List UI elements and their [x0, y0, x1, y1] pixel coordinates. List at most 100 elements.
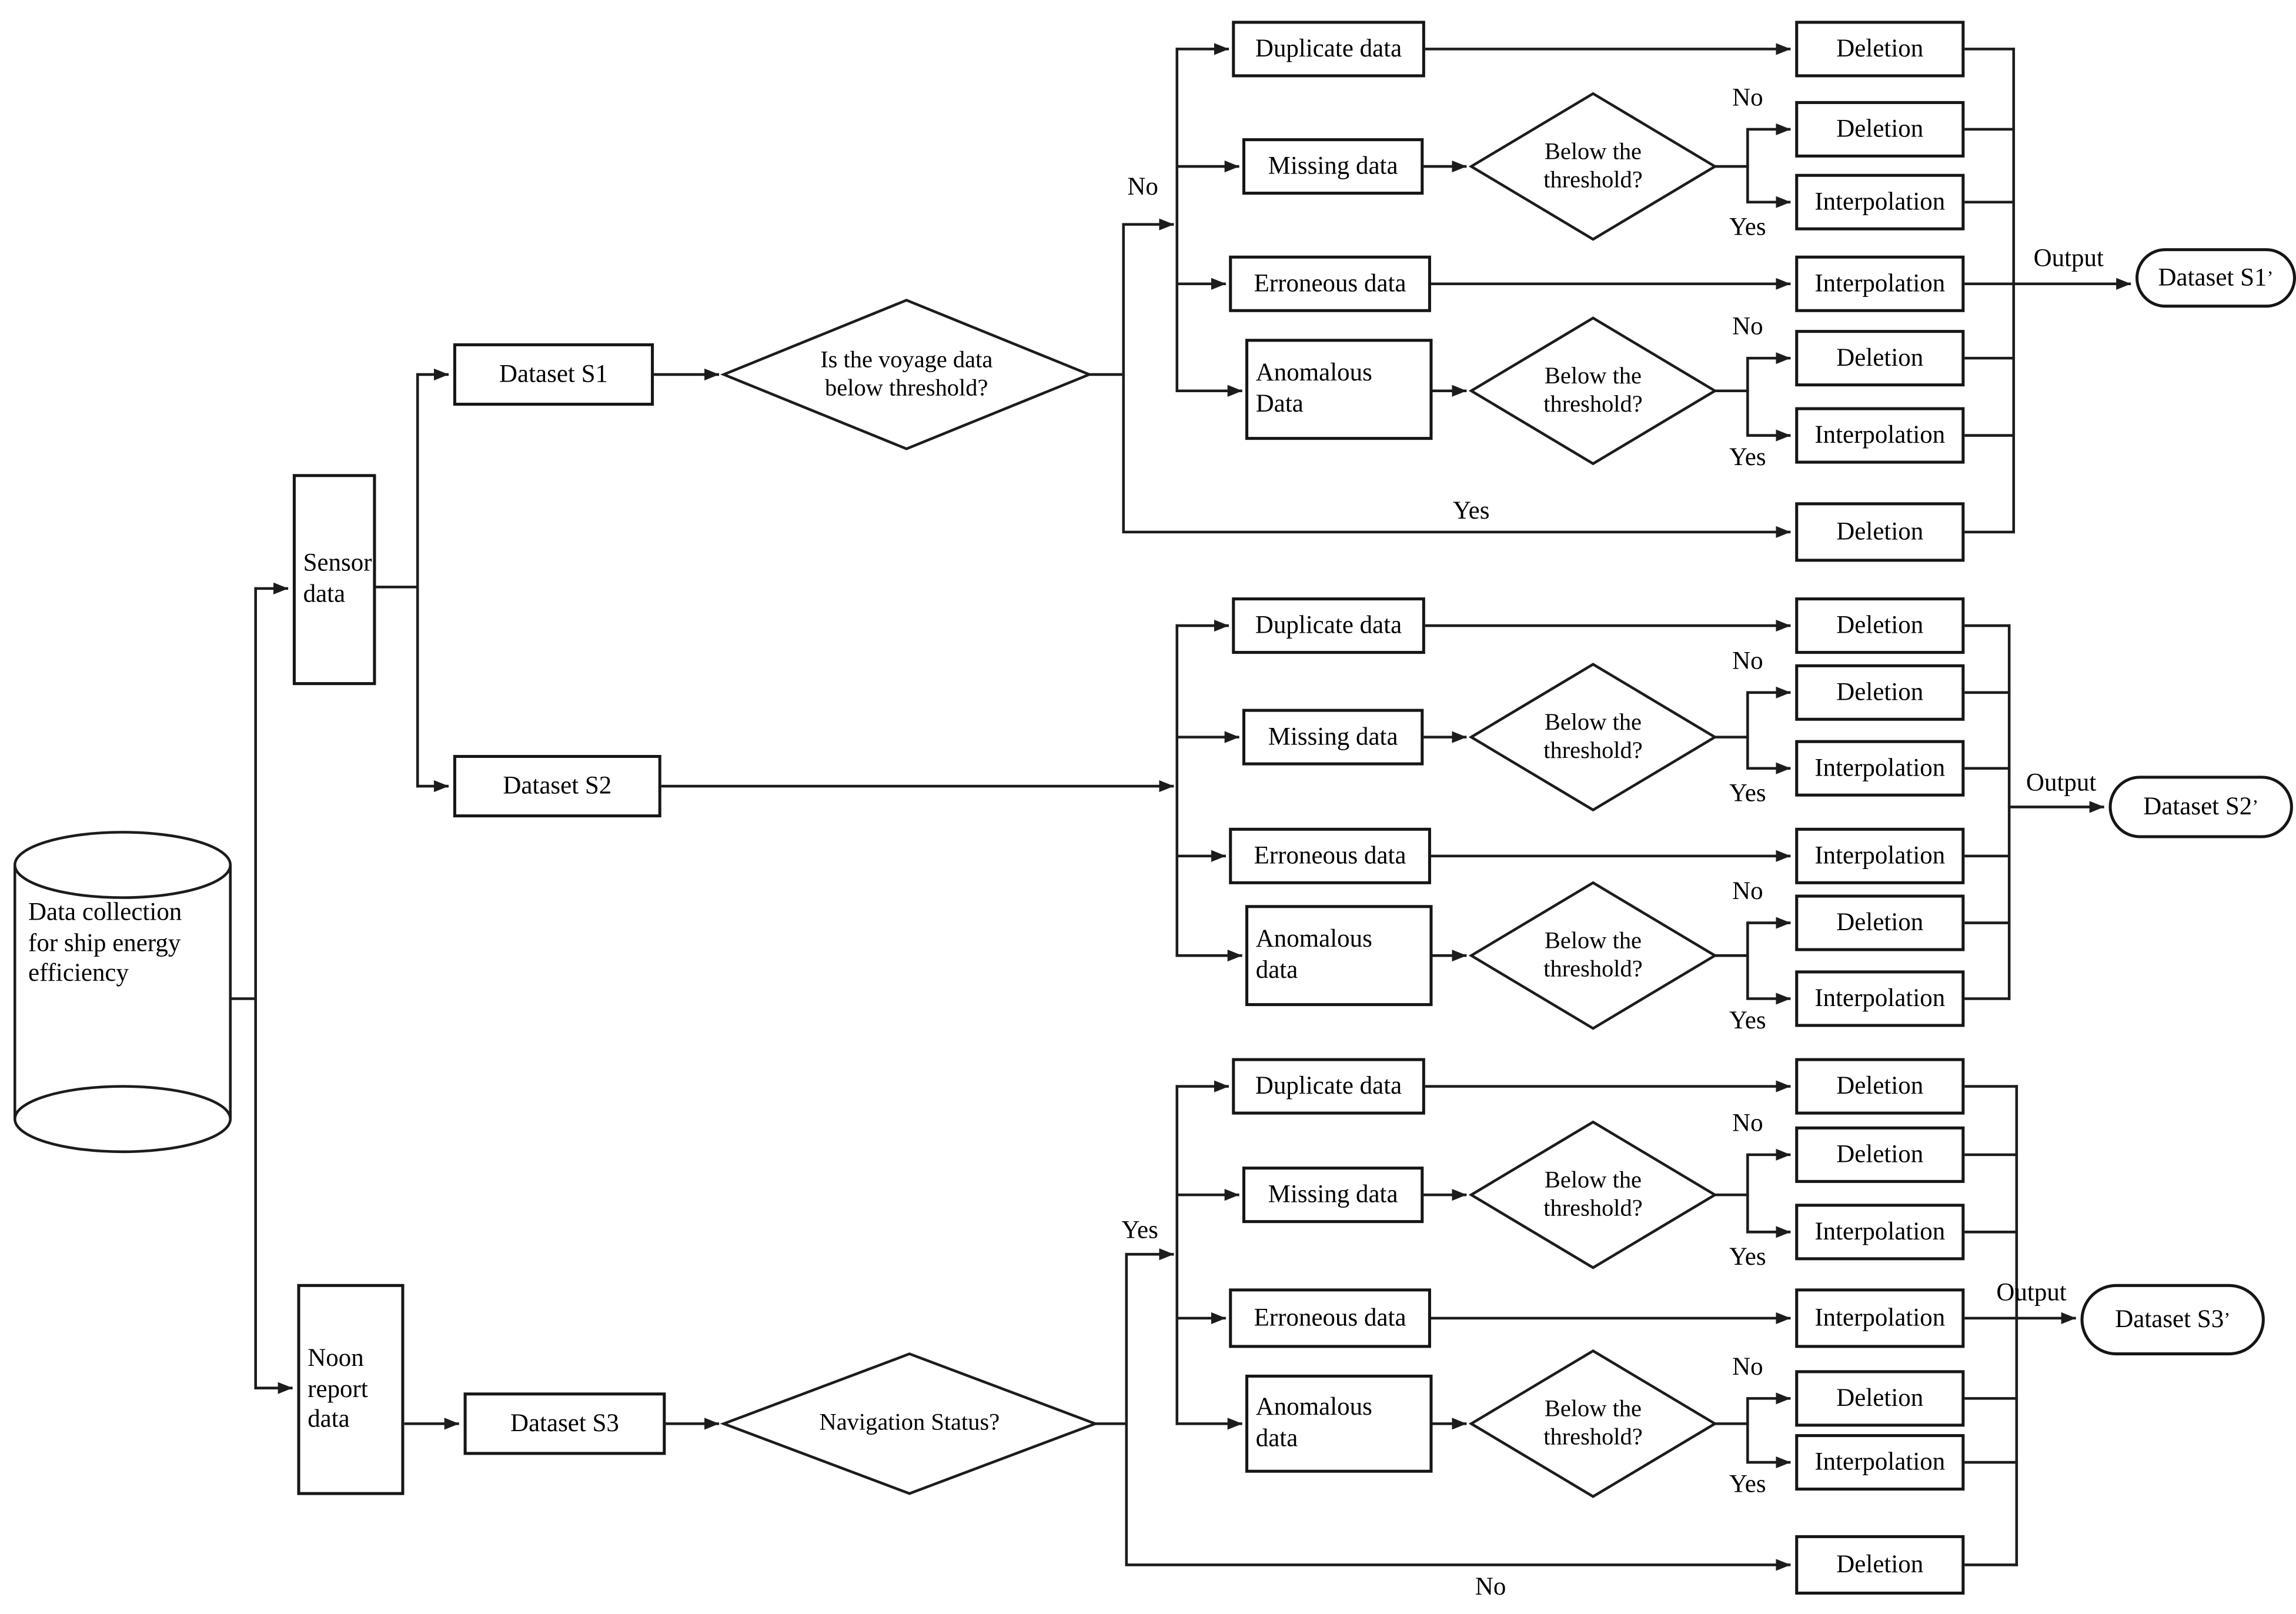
anomalous-line1: Anomalous	[1255, 1392, 1372, 1421]
output-ellipse-s1: Dataset S1’	[2135, 248, 2296, 308]
below-threshold-diamond-s1-anomalous	[1468, 316, 1718, 466]
edge-label-yes-s1-missing: Yes	[1729, 212, 1766, 241]
below-threshold-diamond-s2-anomalous	[1468, 881, 1718, 1030]
deletion-box-s1-anomalous: Deletion	[1795, 330, 1965, 387]
output-ellipse-s2: Dataset S2’	[2108, 776, 2293, 838]
output-name-s2: Dataset S2	[2143, 791, 2252, 820]
th-line2: threshold?	[1543, 957, 1643, 983]
output-label-s1: Output	[2033, 243, 2104, 272]
deletion-box-s2-anomalous: Deletion	[1795, 894, 1965, 951]
output-name-s1: Dataset S1	[2158, 262, 2267, 291]
navigation-status-diamond	[720, 1352, 1099, 1495]
edge-label-yes-s2-anomalous: Yes	[1729, 1006, 1766, 1035]
voyage-q-line1: Is the voyage data	[820, 347, 993, 373]
missing-data-box-s2: Missing data	[1242, 709, 1424, 766]
anomalous-line1: Anomalous	[1255, 358, 1372, 387]
below-threshold-diamond-s1-missing	[1468, 92, 1718, 241]
interpolation-box-s1-erroneous: Interpolation	[1795, 255, 1965, 312]
missing-data-box-s1: Missing data	[1242, 138, 1424, 195]
interpolation-box-s1-anomalous: Interpolation	[1795, 407, 1965, 464]
erroneous-data-box-s3: Erroneous data	[1229, 1288, 1431, 1348]
below-threshold-text-s2-anomalous: Below the threshold?	[1474, 924, 1712, 987]
anomalous-line2: data	[1255, 1423, 1298, 1452]
noon-line1: Noon	[308, 1343, 364, 1372]
below-threshold-text-s1-anomalous: Below the threshold?	[1474, 360, 1712, 422]
edge-label-yes-s1: Yes	[1452, 496, 1490, 525]
dataset-s2-box: Dataset S2	[453, 754, 661, 818]
edge-label-no-s3-anomalous: No	[1732, 1352, 1763, 1381]
anomalous-data-box-s2: Anomalous data	[1245, 905, 1433, 1007]
output-ellipse-s3: Dataset S3’	[2080, 1284, 2265, 1356]
interpolation-box-s3-missing: Interpolation	[1795, 1204, 1965, 1261]
th-line2: threshold?	[1543, 1196, 1643, 1222]
deletion-box-s1-duplicate: Deletion	[1795, 21, 1965, 78]
source-line1: Data collection	[28, 897, 182, 926]
noon-line3: data	[308, 1405, 350, 1433]
navigation-status-text: Navigation Status?	[743, 1408, 1076, 1441]
below-threshold-text-s3-anomalous: Below the threshold?	[1474, 1392, 1712, 1455]
edge-label-no-s2-anomalous: No	[1732, 877, 1763, 905]
deletion-box-s3-duplicate: Deletion	[1795, 1058, 1965, 1115]
th-line1: Below the	[1544, 139, 1642, 165]
anomalous-data-box-s3: Anomalous data	[1245, 1374, 1433, 1473]
edge-label-no-s3-missing: No	[1732, 1108, 1763, 1137]
edge-label-yes-s3-missing: Yes	[1729, 1242, 1766, 1271]
anomalous-data-box-s1: Anomalous Data	[1245, 339, 1433, 440]
source-line3: efficiency	[28, 959, 129, 988]
interpolation-box-s3-erroneous: Interpolation	[1795, 1288, 1965, 1348]
navigation-q-line1: Navigation Status?	[819, 1411, 1000, 1436]
voyage-q-line2: below threshold?	[825, 376, 988, 402]
th-line2: threshold?	[1543, 168, 1643, 193]
duplicate-data-box-s3: Duplicate data	[1232, 1058, 1425, 1115]
anomalous-line2: Data	[1255, 389, 1304, 418]
dataset-s1-box: Dataset S1	[453, 343, 654, 406]
edge-label-yes-s2-missing: Yes	[1729, 778, 1766, 807]
interpolation-box-s2-missing: Interpolation	[1795, 740, 1965, 797]
dataset-s3-box: Dataset S3	[463, 1392, 666, 1455]
deletion-box-s1-missing: Deletion	[1795, 101, 1965, 158]
edge-label-yes-s3-anomalous: Yes	[1729, 1469, 1766, 1498]
edge-label-no-s1-anomalous: No	[1732, 312, 1763, 340]
voyage-threshold-diamond	[720, 299, 1093, 450]
noon-line2: report	[308, 1374, 368, 1403]
interpolation-box-s3-anomalous: Interpolation	[1795, 1434, 1965, 1491]
th-line1: Below the	[1544, 1168, 1642, 1194]
source-line2: for ship energy	[28, 928, 181, 957]
edges	[229, 43, 2131, 1571]
output-label-s3: Output	[1996, 1278, 2067, 1306]
edge-label-no-s1: No	[1127, 172, 1158, 201]
source-cylinder-label: Data collection for ship energy efficien…	[21, 898, 226, 1022]
sensor-line2: data	[303, 579, 346, 608]
erroneous-data-box-s2: Erroneous data	[1229, 827, 1431, 884]
interpolation-box-s1-missing: Interpolation	[1795, 173, 1965, 230]
below-threshold-diamond-s3-anomalous	[1468, 1349, 1718, 1498]
output-label-s2: Output	[2026, 768, 2097, 797]
edge-label-no-s2-missing: No	[1732, 646, 1763, 675]
deletion-box-s1-fallback: Deletion	[1795, 502, 1965, 562]
th-line1: Below the	[1544, 1396, 1642, 1422]
deletion-box-s2-missing: Deletion	[1795, 664, 1965, 721]
missing-data-box-s3: Missing data	[1242, 1167, 1424, 1224]
edge-label-yes-s3: Yes	[1121, 1215, 1158, 1244]
th-line2: threshold?	[1543, 1425, 1643, 1451]
edge-label-no-s1-missing: No	[1732, 83, 1763, 112]
sensor-data-box: Sensor data	[292, 474, 376, 686]
interpolation-box-s2-anomalous: Interpolation	[1795, 970, 1965, 1027]
interpolation-box-s2-erroneous: Interpolation	[1795, 827, 1965, 884]
deletion-box-s3-anomalous: Deletion	[1795, 1370, 1965, 1427]
below-threshold-diamond-s3-missing	[1468, 1120, 1718, 1269]
anomalous-line1: Anomalous	[1255, 924, 1372, 953]
duplicate-data-box-s2: Duplicate data	[1232, 597, 1425, 654]
below-threshold-text-s2-missing: Below the threshold?	[1474, 706, 1712, 768]
th-line1: Below the	[1544, 363, 1642, 389]
duplicate-data-box-s1: Duplicate data	[1232, 21, 1425, 78]
below-threshold-diamond-s2-missing	[1468, 663, 1718, 812]
anomalous-line2: data	[1255, 955, 1298, 984]
th-line2: threshold?	[1543, 739, 1643, 764]
th-line2: threshold?	[1543, 392, 1643, 418]
database-cylinder	[14, 831, 232, 1154]
voyage-threshold-text: Is the voyage data below threshold?	[738, 342, 1074, 407]
noon-report-box: Noon report data	[297, 1284, 405, 1495]
